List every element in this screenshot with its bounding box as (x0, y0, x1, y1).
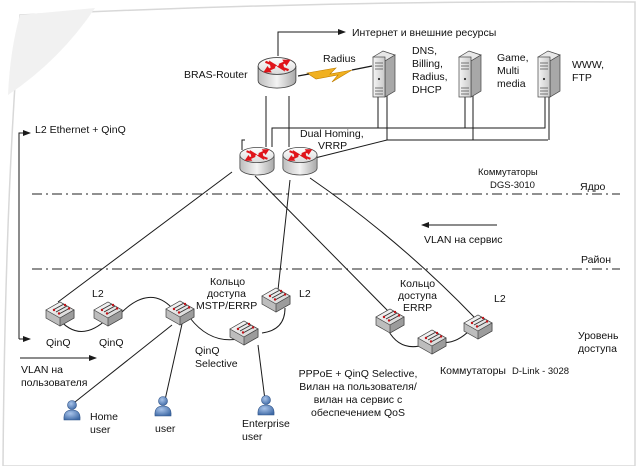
dlink-switches-label: Коммутаторы (440, 365, 506, 377)
svg-text:Уровень: Уровень (578, 330, 619, 342)
dual-homing-label: Dual Homing, VRRP (300, 128, 364, 152)
l2-right-label: L2 (494, 293, 506, 305)
svg-text:доступа: доступа (398, 290, 437, 302)
svg-text:VRRP: VRRP (318, 140, 347, 152)
server-game-label: Game, Multi media (497, 52, 529, 90)
svg-text:DHCP: DHCP (412, 84, 442, 96)
svg-text:Dual Homing,: Dual Homing, (300, 128, 364, 140)
svg-text:доступа: доступа (578, 343, 617, 355)
svg-text:WWW,: WWW, (572, 59, 604, 71)
core-router-1-icon (238, 146, 276, 176)
svg-text:MSTP/ERRP: MSTP/ERRP (196, 300, 257, 312)
svg-text:ERRP: ERRP (403, 302, 432, 314)
svg-text:Selective: Selective (195, 358, 238, 370)
svg-text:Вилан на пользователя/: Вилан на пользователя/ (299, 381, 417, 393)
l2-mid-label: L2 (299, 288, 311, 300)
svg-text:media: media (497, 78, 526, 90)
svg-text:DNS,: DNS, (412, 45, 437, 57)
svg-text:пользователя: пользователя (21, 377, 88, 389)
svg-text:FTP: FTP (572, 72, 592, 84)
server-dns-icon (372, 50, 396, 98)
enterprise-user-label: Enterprise user (242, 418, 290, 443)
server-dns-label: DNS, Billing, Radius, DHCP (412, 45, 448, 96)
link-vrrp-servers (314, 139, 388, 159)
qinq-2-label: QinQ (99, 337, 124, 349)
link-core2-l2b (277, 179, 291, 291)
link-ring-mid (121, 297, 173, 313)
server-www-label: WWW, FTP (572, 59, 604, 84)
svg-text:Game,: Game, (497, 52, 529, 64)
svg-text:обеспечением QoS: обеспечением QoS (311, 407, 405, 419)
server-game-icon (458, 50, 482, 98)
layer-access-label: Уровень доступа (578, 330, 619, 355)
user-label: user (155, 423, 176, 435)
ring-errp-label: Кольцо доступа ERRP (398, 278, 437, 314)
link-home-user (74, 324, 173, 403)
svg-text:DGS-3010: DGS-3010 (490, 180, 535, 191)
svg-text:Кольцо: Кольцо (210, 276, 245, 288)
svg-text:Коммутаторы: Коммутаторы (478, 167, 538, 178)
qinq-1-label: QinQ (46, 337, 71, 349)
pppoe-label: PPPoE + QinQ Selective, Вилан на пользов… (299, 368, 418, 419)
server-www-icon (537, 50, 561, 98)
link-servers-bus2 (377, 95, 466, 128)
l2-ethernet-arrow (18, 130, 31, 339)
svg-text:Enterprise: Enterprise (242, 418, 290, 430)
svg-text:user: user (90, 424, 111, 436)
svg-text:VLAN на: VLAN на (21, 364, 63, 376)
link-user (164, 323, 183, 401)
dlink-model-label: D-Link - 3028 (512, 366, 569, 377)
svg-text:доступа: доступа (207, 288, 246, 300)
home-user-label: Home user (90, 411, 118, 436)
link-core1-left (57, 171, 233, 303)
link-core2-errp (309, 177, 476, 319)
radius-lightning-icon (306, 67, 353, 83)
bras-router-label: BRAS-Router (184, 69, 248, 81)
vlan-user-label: VLAN на пользователя (21, 364, 88, 389)
svg-text:Radius,: Radius, (412, 71, 448, 83)
vlan-service-label: VLAN на сервис (424, 234, 503, 246)
svg-text:PPPoE + QinQ Selective,: PPPoE + QinQ Selective, (299, 368, 418, 380)
svg-text:вилан на сервис с: вилан на сервис с (314, 394, 402, 406)
core-router-2-icon (281, 146, 319, 176)
l2-left-label: L2 (92, 288, 104, 300)
link-servers-bus1 (241, 95, 546, 150)
link-enterprise-user (257, 344, 266, 401)
svg-text:Кольцо: Кольцо (400, 278, 435, 290)
layer-district-label: Район (581, 254, 611, 266)
internet-label: Интернет и внешние ресурсы (352, 27, 496, 39)
layer-core-label: Ядро (580, 181, 606, 193)
link-core1-errp (254, 175, 391, 314)
bras-router-icon (256, 56, 298, 90)
svg-text:Multi: Multi (497, 65, 519, 77)
link-internet (277, 29, 346, 56)
svg-text:Billing,: Billing, (412, 58, 443, 70)
svg-text:QinQ: QinQ (195, 345, 220, 357)
l2-ethernet-label: L2 Ethernet + QinQ (35, 124, 126, 136)
link-ring-mstp2 (261, 307, 286, 334)
svg-text:user: user (242, 431, 263, 443)
ring-mstp-label: Кольцо доступа MSTP/ERRP (196, 276, 257, 312)
radius-label: Radius (323, 53, 356, 65)
svg-text:Home: Home (90, 411, 118, 423)
links (18, 29, 550, 403)
page-curl-shadow (8, 8, 95, 95)
qinq-selective-label: QinQ Selective (195, 345, 238, 370)
core-switches-label: Коммутаторы DGS-3010 (478, 167, 538, 191)
